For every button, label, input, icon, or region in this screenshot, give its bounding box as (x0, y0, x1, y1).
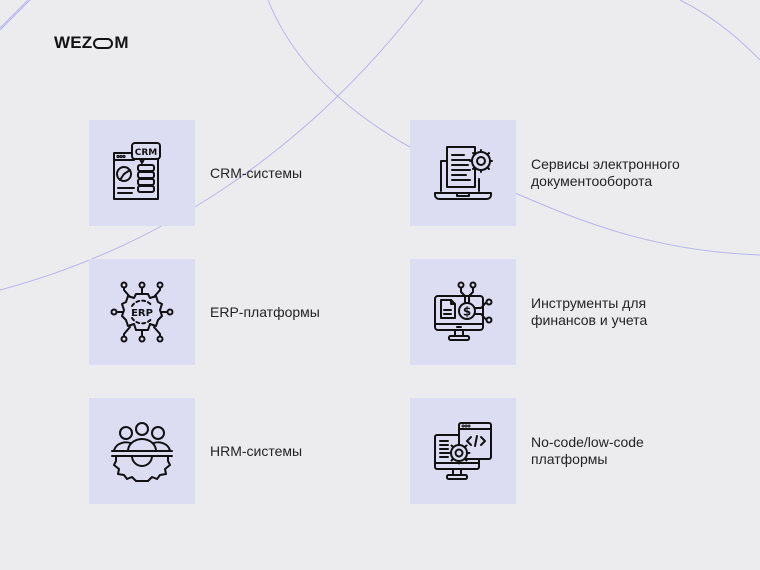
logo-o-shape (93, 37, 114, 49)
svg-text:$: $ (463, 305, 471, 319)
feature-label: HRM-системы (210, 442, 303, 459)
feature-item-edo: Сервисы электронного документооборота (410, 120, 681, 226)
feature-tile (89, 398, 195, 504)
crm-icon: CRM (113, 142, 161, 200)
feature-label: No-code/low-code платформы (531, 434, 644, 467)
logo-text-left: WEZ (54, 33, 93, 52)
monitor-finance-icon: $ (434, 281, 493, 341)
feature-item-crm: CRM CRM-системы (89, 120, 360, 226)
logo-text-right: M (114, 33, 129, 52)
erp-gear-network-icon: ERP (110, 281, 174, 343)
feature-label: Инструменты для финансов и учета (531, 295, 648, 328)
people-gear-icon (111, 422, 173, 482)
feature-item-finance: $ Инструменты для финансов и учета (410, 259, 681, 365)
feature-label: Сервисы электронного документооборота (531, 156, 680, 189)
feature-item-hrm: HRM-системы (89, 398, 360, 504)
svg-text:ERP: ERP (131, 308, 153, 319)
wezom-logo: WEZ M (54, 33, 129, 53)
feature-tile: CRM (89, 120, 195, 226)
feature-label: CRM-системы (210, 164, 303, 181)
feature-tile (410, 120, 516, 226)
feature-tile: $ (410, 259, 516, 365)
feature-label: ERP-платформы (210, 303, 320, 320)
laptop-document-gear-icon (434, 146, 493, 200)
feature-tile: ERP (89, 259, 195, 365)
feature-item-erp: ERP ERP-платформы (89, 259, 360, 365)
monitor-code-gear-icon (434, 422, 492, 480)
svg-text:CRM: CRM (135, 148, 158, 158)
feature-item-nocode: No-code/low-code платформы (410, 398, 681, 504)
feature-tile (410, 398, 516, 504)
